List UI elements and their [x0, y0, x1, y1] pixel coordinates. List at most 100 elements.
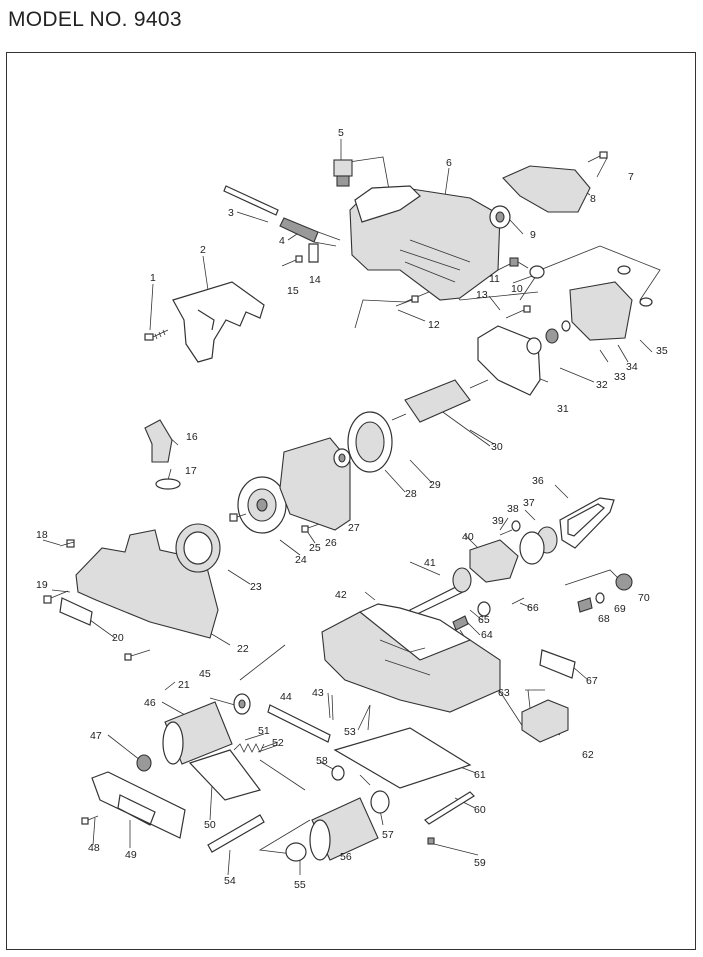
- diagram-frame: [6, 52, 696, 950]
- callout-14: 14: [309, 274, 321, 286]
- part-bearing-33: [545, 328, 559, 344]
- part-label-67: [539, 649, 576, 679]
- callout-34: 34: [626, 361, 638, 373]
- part-pulley-37: [519, 526, 558, 565]
- callout-18: 18: [36, 529, 48, 541]
- callout-32: 32: [596, 379, 608, 391]
- part-housing-6: [349, 185, 501, 301]
- part-ring-55: [285, 842, 307, 862]
- callout-21: 21: [178, 679, 190, 691]
- part-screw-1: [144, 329, 169, 341]
- part-cord-guard-4: [279, 217, 341, 247]
- part-bearing-47: [136, 754, 152, 772]
- callout-35: 35: [656, 345, 668, 357]
- part-spacer-38: [511, 520, 521, 532]
- part-rear-cover-2: [172, 281, 265, 363]
- callout-11: 11: [489, 273, 500, 285]
- part-screw-53: [367, 704, 371, 731]
- callout-67: 67: [586, 675, 598, 687]
- callout-61: 61: [474, 769, 486, 781]
- part-armature-30: [391, 379, 489, 423]
- callout-55: 55: [294, 879, 306, 891]
- callout-24: 24: [295, 554, 307, 566]
- callout-40: 40: [462, 531, 474, 543]
- part-label-20: [59, 597, 93, 626]
- callout-39: 39: [492, 515, 504, 527]
- callout-38: 38: [507, 503, 519, 515]
- part-pin-52: [261, 741, 279, 749]
- callout-52: 52: [272, 737, 284, 749]
- callout-2: 2: [200, 244, 206, 256]
- part-washer-34: [561, 320, 571, 332]
- callout-12: 12: [428, 319, 440, 331]
- part-screw-13: [505, 305, 531, 319]
- callout-53: 53: [344, 726, 356, 738]
- model-title: MODEL NO. 9403: [8, 8, 182, 31]
- part-screw-66: [511, 597, 525, 605]
- callout-59: 59: [474, 857, 486, 869]
- callout-57: 57: [382, 829, 394, 841]
- part-rod-3: [223, 185, 279, 216]
- part-screw-21: [124, 649, 151, 661]
- callout-33: 33: [614, 371, 626, 383]
- part-bracket-31: [477, 325, 541, 396]
- callout-29: 29: [429, 479, 441, 491]
- callout-50: 50: [204, 819, 216, 831]
- callout-44: 44: [280, 691, 292, 703]
- callout-labels: 1 2 3 4 5 6 7 8 9 10 11 12 13 14 15 16 1…: [36, 127, 668, 891]
- callout-31: 31: [557, 403, 569, 415]
- part-bearing-box-40: [469, 539, 519, 583]
- callout-64: 64: [481, 629, 493, 641]
- callout-37: 37: [523, 497, 535, 509]
- part-screw-59: [427, 837, 435, 845]
- part-set-screw-68: [577, 597, 593, 613]
- part-dust-guide-23: [175, 523, 221, 573]
- part-spindle-41: [409, 567, 472, 617]
- callout-56: 56: [340, 851, 352, 863]
- callout-4: 4: [279, 235, 285, 247]
- part-lever-unit-62: [521, 699, 569, 743]
- part-screw-18: [59, 539, 75, 548]
- part-drive-roller-46: [162, 701, 233, 765]
- part-washer-69: [595, 592, 605, 604]
- part-fan-24: [237, 476, 287, 534]
- parts: [43, 151, 653, 862]
- part-knob-9: [489, 205, 511, 229]
- callout-69: 69: [614, 603, 626, 615]
- callout-66: 66: [527, 602, 539, 614]
- part-side-plate-49: [91, 771, 186, 839]
- part-screw-48: [81, 815, 99, 825]
- part-bearing-58: [331, 765, 345, 781]
- callout-16: 16: [186, 431, 198, 443]
- part-switch-5: [333, 159, 353, 187]
- part-handle-cover-8: [502, 165, 591, 213]
- callout-3: 3: [228, 207, 234, 219]
- part-ring-57: [370, 790, 390, 814]
- callout-15: 15: [287, 285, 299, 297]
- part-screw-43: [331, 694, 334, 721]
- part-gear-29: [347, 411, 393, 473]
- callout-42: 42: [335, 589, 347, 601]
- part-bearing-28: [333, 448, 351, 468]
- part-gear-housing-27: [279, 437, 351, 531]
- callout-60: 60: [474, 804, 486, 816]
- callout-45: 45: [199, 668, 211, 680]
- callout-5: 5: [338, 127, 344, 139]
- part-screw-12: [395, 295, 419, 307]
- part-nozzle-16: [144, 419, 173, 463]
- callout-47: 47: [90, 730, 102, 742]
- part-spring-51: [233, 743, 265, 753]
- part-knob-70: [615, 573, 633, 591]
- part-lever-50: [188, 749, 262, 801]
- part-clip-14: [308, 243, 319, 263]
- part-shaft-54: [207, 814, 265, 853]
- callout-58: 58: [316, 755, 328, 767]
- part-strip-60: [424, 791, 475, 825]
- callout-54: 54: [224, 875, 236, 887]
- callout-10: 10: [511, 283, 523, 295]
- part-platen-61: [333, 727, 472, 789]
- callout-28: 28: [405, 488, 417, 500]
- part-screw-11: [509, 257, 529, 269]
- callout-13: 13: [476, 289, 488, 301]
